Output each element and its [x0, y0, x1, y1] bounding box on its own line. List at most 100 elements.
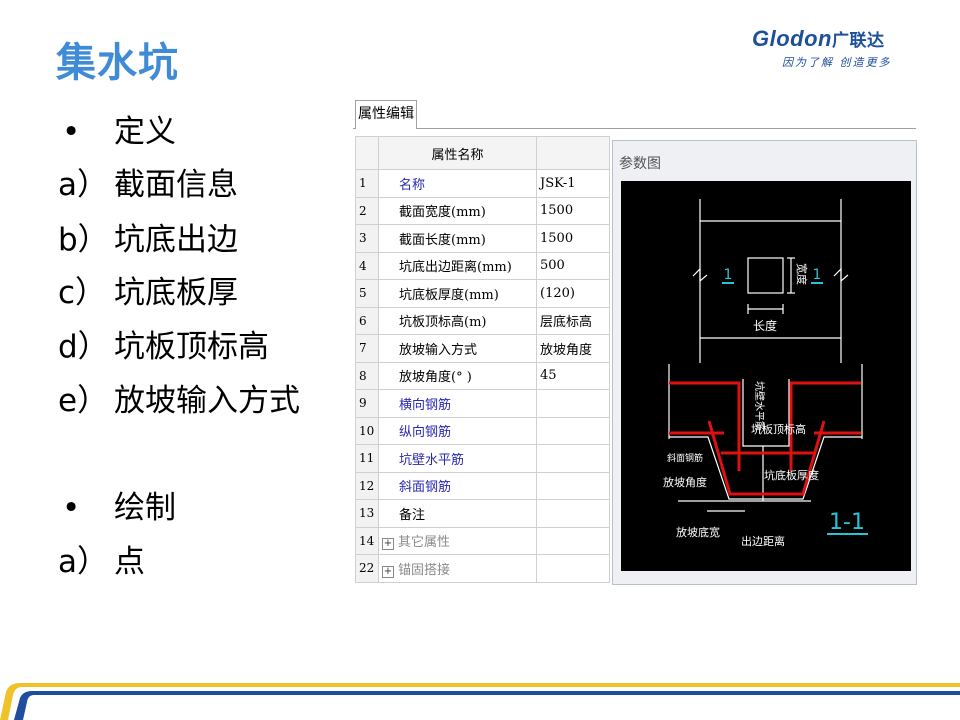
- property-name: 坑壁水平筋: [378, 444, 537, 473]
- property-name-text: 坑壁水平筋: [399, 452, 465, 468]
- property-value[interactable]: 1500: [536, 196, 610, 225]
- property-name-text: 备注: [399, 507, 426, 523]
- label-length: 长度: [753, 318, 777, 333]
- property-row[interactable]: 7 放坡输入方式 放坡角度: [355, 334, 610, 363]
- diagram-background: [621, 181, 911, 571]
- outline-marker: •: [62, 114, 81, 150]
- property-row[interactable]: 6 坑板顶标高(m) 层底标高: [355, 306, 610, 335]
- property-name: 放坡输入方式: [378, 334, 537, 363]
- property-row[interactable]: 22+锚固搭接: [355, 554, 610, 583]
- property-name-text: 斜面钢筋: [399, 480, 452, 496]
- outline-text: 点: [114, 544, 145, 580]
- logo-brand-cn: 广联达: [831, 31, 885, 50]
- property-name-text: 坑底板厚度(mm): [399, 287, 499, 303]
- pit-parameter-diagram: 长度 宽度 1 1: [621, 181, 911, 571]
- property-name: 纵向钢筋: [378, 416, 537, 445]
- outline-text: 截面信息: [114, 167, 238, 203]
- row-number: 6: [355, 306, 379, 335]
- property-value[interactable]: [536, 416, 610, 445]
- row-number: 7: [355, 334, 379, 363]
- parameter-diagram-panel: 参数图 长度 宽度 1 1: [612, 140, 917, 585]
- slide-title: 集水坑: [56, 40, 179, 86]
- property-name: 截面长度(mm): [378, 224, 537, 253]
- property-value[interactable]: (120): [536, 279, 610, 308]
- property-name-text: 放坡输入方式: [399, 342, 478, 358]
- property-name-text: 坑底出边距离(mm): [399, 260, 512, 276]
- footer-blue-stripe: [14, 691, 960, 720]
- property-value[interactable]: [536, 389, 610, 418]
- expand-icon[interactable]: +: [382, 538, 394, 551]
- row-number: 11: [355, 444, 379, 473]
- property-row[interactable]: 10 纵向钢筋: [355, 416, 610, 445]
- outline-marker: b）: [58, 222, 109, 258]
- property-value[interactable]: 45: [536, 361, 610, 390]
- property-name: 坑底板厚度(mm): [378, 279, 537, 308]
- column-header-name: 属性名称: [378, 136, 537, 170]
- tab-property-edit[interactable]: 属性编辑: [355, 100, 417, 129]
- property-value[interactable]: 放坡角度: [536, 334, 610, 363]
- property-value[interactable]: 层底标高: [536, 306, 610, 335]
- property-name-text: 坑板顶标高(m): [399, 315, 487, 331]
- property-value[interactable]: [536, 554, 610, 583]
- property-value[interactable]: [536, 499, 610, 528]
- outline-text: 定义: [114, 114, 176, 150]
- footer-yellow-stripe: [0, 683, 960, 720]
- property-value[interactable]: JSK-1: [536, 169, 610, 198]
- property-name: 坑底出边距离(mm): [378, 251, 537, 280]
- section-mark-right: 1: [813, 267, 822, 283]
- row-number: 4: [355, 251, 379, 280]
- row-number: 2: [355, 196, 379, 225]
- property-row[interactable]: 4 坑底出边距离(mm) 500: [355, 251, 610, 280]
- outline-text: 放坡输入方式: [114, 383, 300, 419]
- property-name-text: 纵向钢筋: [399, 425, 452, 441]
- tab-bar: 属性编辑: [353, 98, 916, 129]
- outline-marker: a）: [58, 544, 108, 580]
- outline-marker: a）: [58, 167, 108, 203]
- property-name-text: 放坡角度(° ): [399, 370, 472, 386]
- break-symbol-left: [692, 267, 708, 283]
- logo-brand: Glodon: [752, 26, 832, 51]
- property-name-text: 截面长度(mm): [399, 232, 486, 248]
- property-name: 名称: [378, 169, 537, 198]
- outline-text: 坑板顶标高: [114, 329, 269, 365]
- outline-item: b）坑底出边: [58, 220, 238, 260]
- outline-item: • 定义: [58, 112, 176, 152]
- property-name: 斜面钢筋: [378, 471, 537, 500]
- label-wall-rebar: 坑壁水平筋: [753, 381, 766, 431]
- expand-icon[interactable]: +: [382, 565, 394, 578]
- outline-item: a）点: [58, 542, 145, 582]
- rebar-lines: [669, 381, 861, 496]
- pit-plan-square: [747, 257, 784, 294]
- property-row[interactable]: 8 放坡角度(° ) 45: [355, 361, 610, 390]
- property-value[interactable]: 500: [536, 251, 610, 280]
- property-name-text: 名称: [399, 177, 426, 193]
- row-number: 10: [355, 416, 379, 445]
- property-row[interactable]: 14+其它属性: [355, 526, 610, 555]
- property-value[interactable]: [536, 471, 610, 500]
- outline-item: e）放坡输入方式: [58, 381, 300, 421]
- grid-corner: [355, 136, 379, 170]
- property-row[interactable]: 11 坑壁水平筋: [355, 444, 610, 473]
- plan-view: [692, 199, 849, 363]
- row-number: 14: [355, 526, 379, 555]
- property-value[interactable]: 1500: [536, 224, 610, 253]
- logo-slogan: 因为了解 创造更多: [782, 56, 892, 69]
- label-thickness: 坑底板厚度: [764, 468, 819, 482]
- outline-marker: d）: [58, 329, 109, 365]
- footer-decoration: [0, 683, 960, 720]
- row-number: 22: [355, 554, 379, 583]
- property-value[interactable]: [536, 526, 610, 555]
- row-number: 8: [355, 361, 379, 390]
- glodon-logo: Glodon广联达 因为了解 创造更多: [752, 26, 932, 70]
- property-name: 放坡角度(° ): [378, 361, 537, 390]
- property-value[interactable]: [536, 444, 610, 473]
